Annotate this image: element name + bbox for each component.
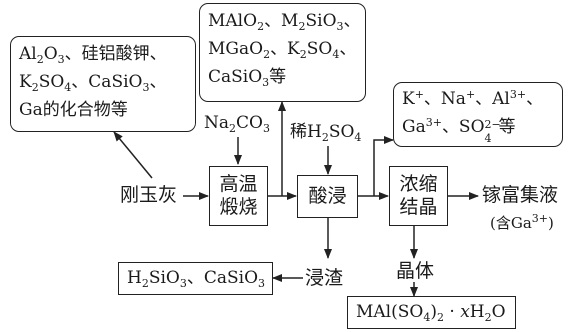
step-calcination-box: 高温 煅烧 (209, 166, 268, 226)
reagent-dilute-h2so4: 稀H2SO4 (290, 122, 362, 144)
step-acid-leach-box: 酸浸 (297, 175, 358, 218)
ore-composition-box: Al2O3、硅铝酸钾、 K2SO4、CaSiO3、 Ga的化合物等 (10, 36, 196, 132)
ore-composition-line3: Ga的化合物等 (19, 100, 128, 120)
leach-residue-components-box: H2SiO3、CaSiO3 (118, 262, 273, 295)
crystal-formula: MAl(SO4)2 · xH2O (356, 302, 506, 324)
product-liquid-name: 镓富集液 (482, 184, 559, 206)
calcination-products-line1: MAlO2、M2SiO3、 (208, 11, 361, 33)
step-concentration-label-1: 浓缩 (399, 173, 438, 195)
ore-composition-line2: K2SO4、CaSiO3、 (19, 72, 167, 94)
raw-material-label: 刚玉灰 (120, 184, 178, 206)
reagent-na2co3: Na2CO3 (204, 113, 270, 135)
arrow-to-filtrate-ions (373, 136, 394, 196)
calcination-products-line2: MGaO2、K2SO4、 (208, 39, 357, 61)
calcination-products-box: MAlO2、M2SiO3、 MGaO2、K2SO4、 CaSiO3等 (199, 3, 366, 102)
step-acid-leach-label: 酸浸 (308, 185, 347, 207)
filtrate-ions-line1: K+、Na+、Al3+、 (402, 88, 544, 109)
leach-residue-components: H2SiO3、CaSiO3 (127, 268, 266, 290)
step-concentration-label-2: 结晶 (399, 196, 438, 218)
crystal-formula-box: MAl(SO4)2 · xH2O (347, 296, 516, 329)
step-calcination-label-1: 高温 (219, 173, 258, 195)
leach-residue-label: 浸渣 (305, 267, 344, 289)
ore-composition-line1: Al2O3、硅铝酸钾、 (19, 44, 167, 66)
step-concentration-box: 浓缩 结晶 (389, 166, 448, 226)
product-liquid-note: (含Ga3+) (490, 212, 554, 232)
arrow-raw-to-composition (113, 131, 153, 179)
calcination-products-line3: CaSiO3等 (208, 67, 287, 89)
step-calcination-label-2: 煅烧 (219, 196, 258, 218)
crystal-label: 晶体 (396, 260, 435, 282)
